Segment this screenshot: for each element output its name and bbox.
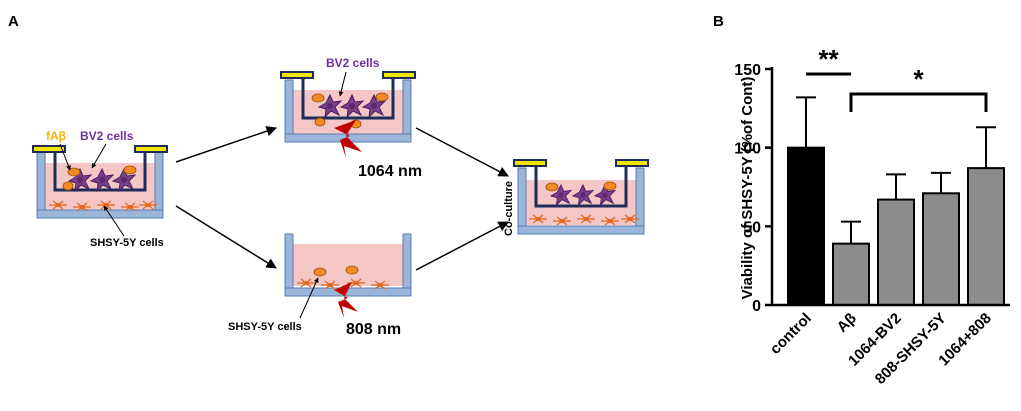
well-3-right-wall (402, 233, 412, 293)
well-3-medium (293, 244, 403, 286)
well-2 (280, 71, 416, 158)
well-2-cap-right (382, 71, 416, 79)
bar (832, 242, 870, 306)
well-2-left-wall (284, 79, 294, 139)
arrow-well1-to-well3 (175, 205, 277, 269)
well-4-cap-left (513, 159, 547, 167)
well-2-cap-left (280, 71, 314, 79)
well-4-left-wall (517, 167, 527, 231)
significance-bracket (849, 92, 988, 112)
x-tick-label: Aβ (834, 310, 860, 336)
well-3-shsy-label: SHSY-5Y cells (228, 321, 302, 333)
well-4 (513, 159, 649, 235)
well-1-bottom (36, 209, 164, 219)
well-3-laser-icon (334, 282, 358, 318)
y-tick-label: 150 (734, 62, 761, 79)
y-tick-label: 100 (734, 141, 761, 158)
arrow-well1-to-well2 (175, 126, 277, 163)
well-1-bv2-label: BV2 cells (80, 129, 134, 143)
well-1-left-wall (36, 149, 46, 216)
well-4-bottom (517, 225, 645, 235)
y-tick-label: 0 (752, 298, 761, 315)
well-2-right-wall (402, 79, 412, 139)
arrow-well2-to-well4 (415, 127, 509, 177)
well-3-laser-label: 808 nm (346, 321, 401, 338)
well-2-laser-icon (334, 120, 362, 158)
well-2-bv2-label: BV2 cells (326, 56, 380, 70)
well-3 (284, 233, 412, 318)
significance-marker: * (913, 64, 924, 94)
well-1-fab-label: fAβ (46, 129, 66, 143)
well-3-left-wall (284, 233, 294, 293)
well-1-cap-right (134, 145, 168, 153)
bar (967, 167, 1005, 306)
bar (877, 198, 915, 306)
bar (787, 146, 825, 306)
well-1 (32, 145, 168, 219)
well-4-coculture-label: Co-culture (503, 181, 515, 236)
panel-a-label: A (8, 13, 19, 30)
well-4-cap-right (615, 159, 649, 167)
significance-marker: ** (818, 44, 839, 74)
x-tick-label: control (767, 310, 815, 358)
arrow-well3-to-well4 (415, 221, 509, 271)
y-tick-label: 50 (743, 219, 761, 236)
well-1-cap-left (32, 145, 66, 153)
bar (922, 192, 960, 306)
well-4-right-wall (635, 167, 645, 231)
well-1-shsy-label: SHSY-5Y cells (90, 237, 164, 249)
well-2-laser-label: 1064 nm (358, 163, 422, 180)
panel-b-label: B (713, 13, 724, 30)
chart-y-axis-label: Viability of SHSY-5Y (%of Cont) (739, 77, 756, 300)
